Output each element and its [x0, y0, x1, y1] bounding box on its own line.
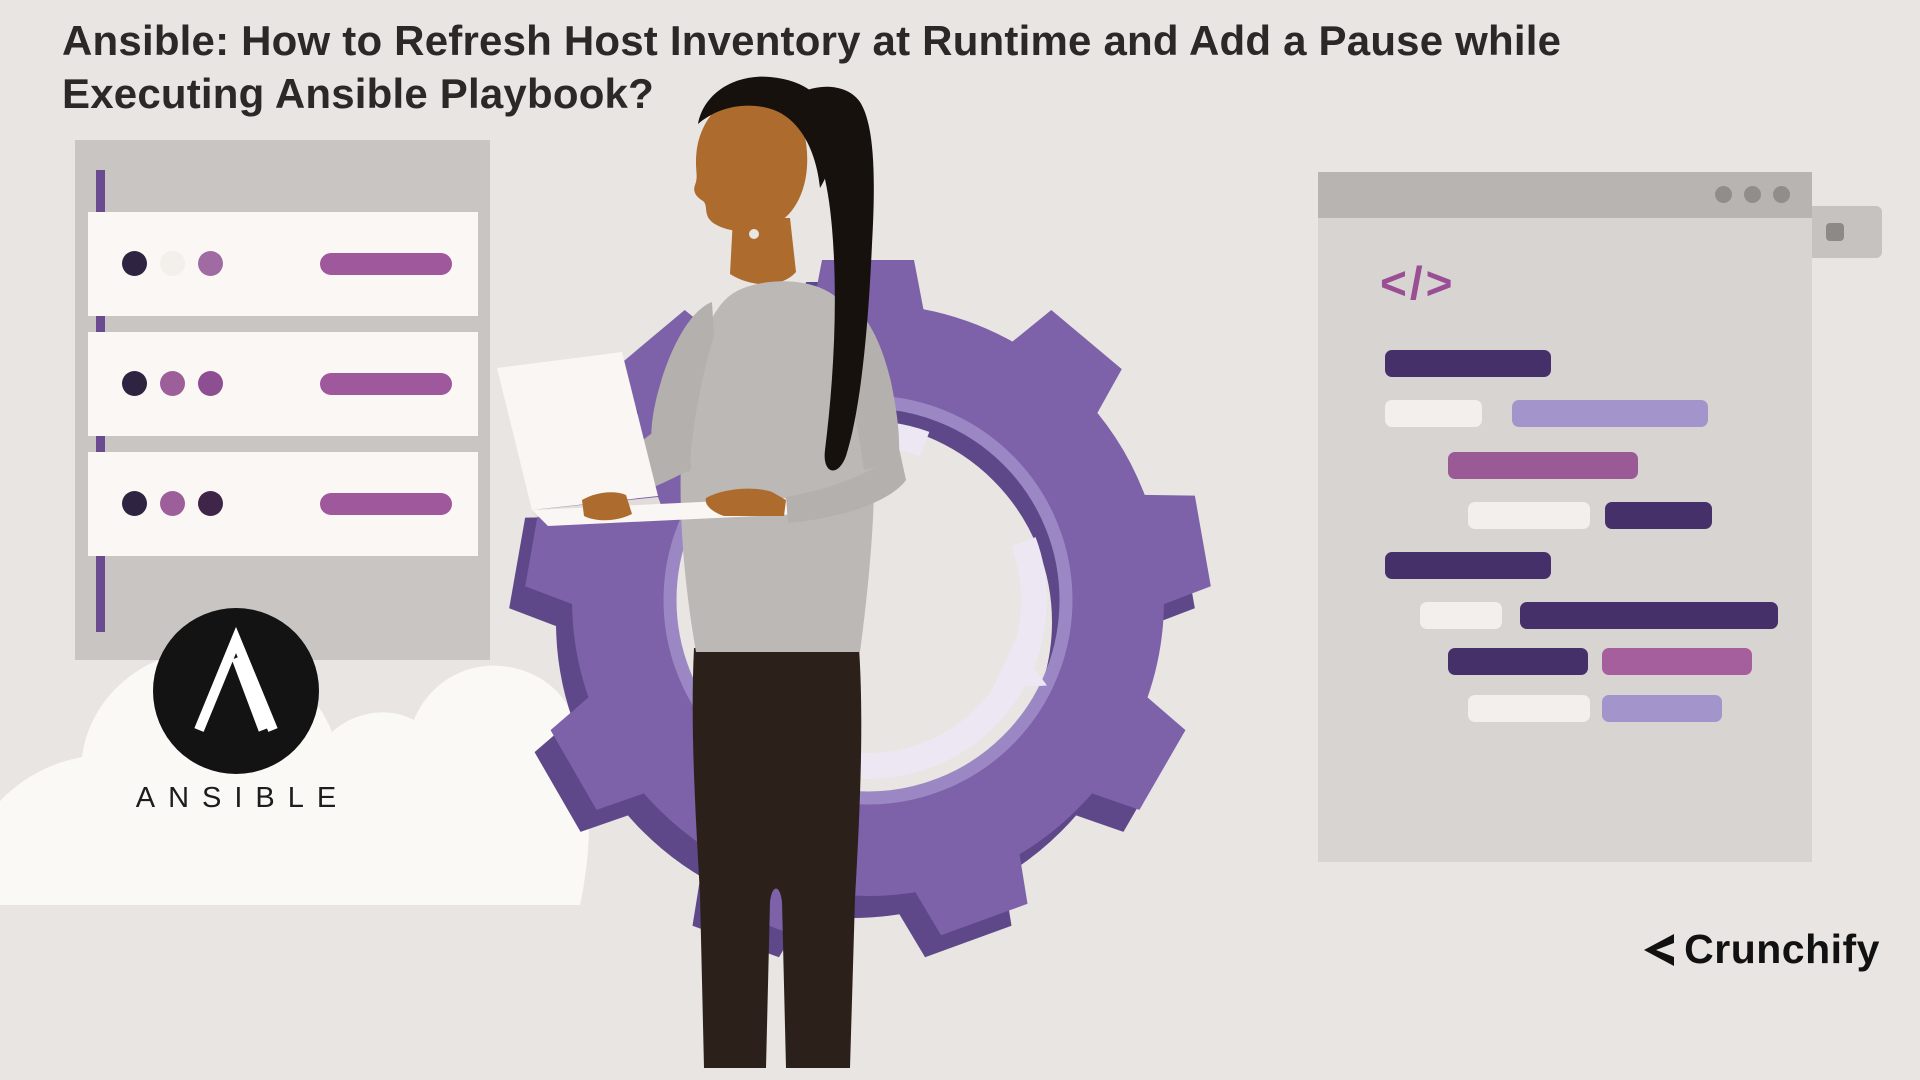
code-line-bar — [1512, 400, 1708, 427]
code-tag-icon: </> — [1380, 257, 1456, 309]
server-row — [88, 452, 478, 556]
server-row — [88, 212, 478, 316]
woman-ponytail — [788, 86, 874, 471]
page-title: Ansible: How to Refresh Host Inventory a… — [62, 14, 1561, 120]
server-led-icon — [160, 371, 185, 396]
code-line-bar — [1468, 502, 1590, 529]
code-window-body: </> — [1318, 218, 1812, 862]
server-led-icon — [122, 491, 147, 516]
server-status-bar — [320, 493, 452, 515]
server-led-icon — [122, 251, 147, 276]
refresh-arrow-ring-icon — [689, 421, 1047, 779]
ansible-logo: ANSIBLE — [136, 606, 336, 836]
code-line-bar — [1468, 695, 1590, 722]
code-window-illustration: </> — [1318, 172, 1812, 862]
window-control-dot-icon — [1773, 186, 1790, 203]
background-window-edge — [1812, 206, 1882, 258]
window-control-dots — [1715, 186, 1790, 203]
crunchify-wordmark: Crunchify — [1684, 926, 1880, 972]
code-line-bar — [1420, 602, 1502, 629]
crunchify-arrow-icon — [1644, 933, 1675, 966]
server-led-icon — [122, 371, 147, 396]
code-line-bar — [1385, 400, 1482, 427]
ansible-wordmark: ANSIBLE — [135, 782, 350, 814]
server-led-icon — [160, 251, 185, 276]
code-line-bar — [1605, 502, 1712, 529]
server-status-bar — [320, 253, 452, 275]
window-control-dot-icon — [1715, 186, 1732, 203]
code-lines — [1318, 218, 1812, 862]
woman-legs — [692, 648, 862, 1068]
code-line-bar — [1602, 695, 1722, 722]
code-line-bar — [1602, 648, 1752, 675]
earring-icon — [749, 229, 759, 239]
woman-neck — [730, 218, 796, 285]
window-titlebar — [1318, 172, 1812, 218]
code-line-bar — [1385, 552, 1551, 579]
woman-figure — [497, 76, 906, 1068]
laptop-icon — [497, 352, 800, 526]
server-led-icon — [198, 371, 223, 396]
woman-right-hand — [705, 488, 786, 516]
woman-left-forearm — [598, 430, 692, 502]
page-title-line2: Executing Ansible Playbook? — [62, 70, 654, 117]
woman-torso — [680, 281, 875, 652]
window-control-dot-icon — [1744, 186, 1761, 203]
ansible-logo-icon — [153, 608, 319, 774]
code-line-bar — [1385, 350, 1551, 377]
gear-icon — [522, 260, 1214, 942]
server-row — [88, 332, 478, 436]
server-led-icon — [160, 491, 185, 516]
woman-right-forearm — [786, 448, 906, 523]
crunchify-logo: Crunchify — [1636, 926, 1880, 973]
woman-left-arm — [651, 302, 714, 472]
refresh-arrowhead-icon — [992, 641, 1048, 689]
server-led-icon — [198, 491, 223, 516]
woman-left-hand — [582, 492, 632, 521]
page-title-line1: Ansible: How to Refresh Host Inventory a… — [62, 17, 1562, 64]
gear-shadow — [506, 282, 1198, 964]
server-status-bar — [320, 373, 452, 395]
code-line-bar — [1520, 602, 1778, 629]
woman-right-arm — [836, 296, 900, 470]
server-rack-illustration — [75, 140, 490, 660]
server-led-icon — [198, 251, 223, 276]
server-rows — [75, 140, 490, 660]
code-line-bar — [1448, 452, 1638, 479]
code-line-bar — [1448, 648, 1588, 675]
background-window-dot-icon — [1826, 223, 1844, 241]
